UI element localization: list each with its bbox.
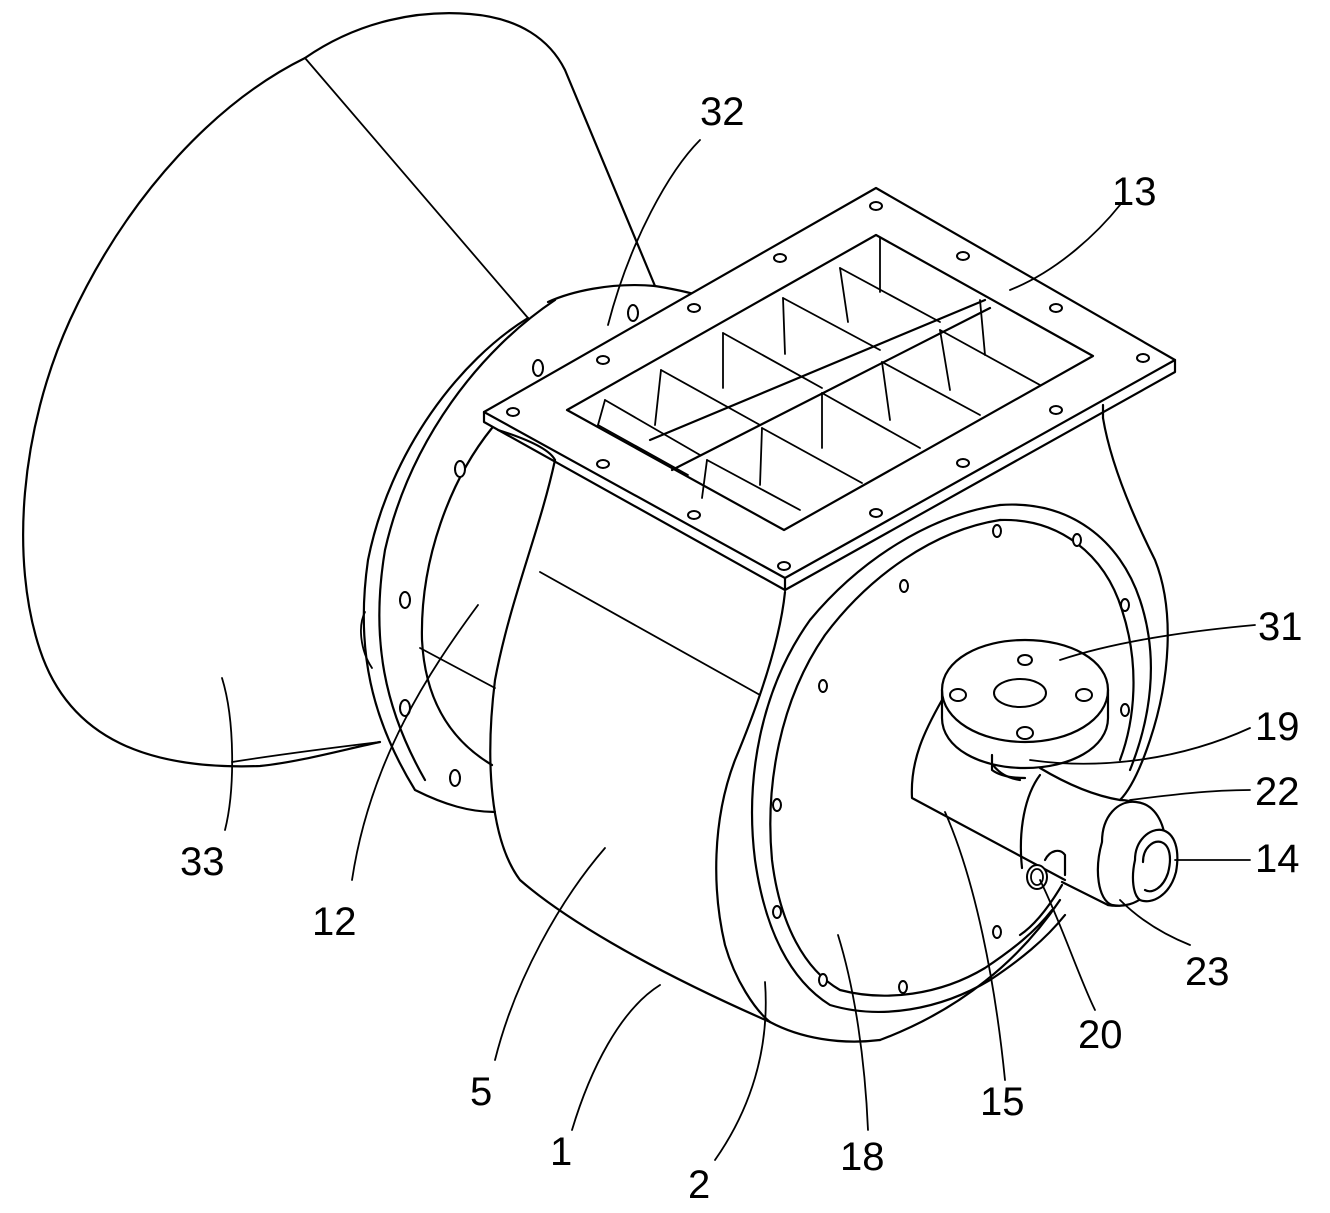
label-23: 23: [1185, 950, 1230, 994]
leader-23: [1119, 899, 1191, 946]
leader-19: [1029, 727, 1251, 765]
label-33: 33: [180, 840, 225, 884]
shaft-outlet: [1018, 773, 1179, 937]
label-31: 31: [1258, 605, 1303, 649]
label-19: 19: [1255, 705, 1300, 749]
end-cover-18: [750, 503, 1152, 1013]
leader-33b: [221, 677, 234, 831]
leader-18: [837, 934, 869, 1131]
label-2: 2: [688, 1163, 710, 1207]
bearing-seat: [910, 638, 1122, 882]
leader-5: [494, 847, 606, 1061]
leader-31: [1059, 624, 1256, 661]
leader-12: [351, 604, 479, 881]
leader-33: [231, 741, 381, 763]
label-5: 5: [470, 1070, 492, 1114]
label-32: 32: [700, 90, 745, 134]
rotor-blades: [597, 237, 1041, 511]
leader-32: [607, 139, 701, 326]
label-15: 15: [980, 1080, 1025, 1124]
leader-2: [714, 981, 767, 1161]
leader-1: [571, 984, 661, 1131]
left-flange: [360, 284, 707, 814]
label-22: 22: [1255, 770, 1300, 814]
label-12: 12: [312, 900, 357, 944]
housing-body: [419, 416, 1169, 1043]
label-18: 18: [840, 1135, 885, 1179]
leader-lines: [221, 139, 1256, 1161]
leader-15: [944, 811, 1006, 1081]
label-1: 1: [550, 1130, 572, 1174]
label-13: 13: [1112, 170, 1157, 214]
label-20: 20: [1078, 1013, 1123, 1057]
label-14: 14: [1255, 837, 1300, 881]
leader-13: [1009, 204, 1121, 291]
part-labels: 32 13 31 19 22 14 23 20 15 18 2 1 5 12 3…: [180, 90, 1303, 1207]
leader-20: [1039, 879, 1096, 1011]
cover-part-33: [22, 12, 657, 768]
leader-22: [1129, 789, 1251, 801]
